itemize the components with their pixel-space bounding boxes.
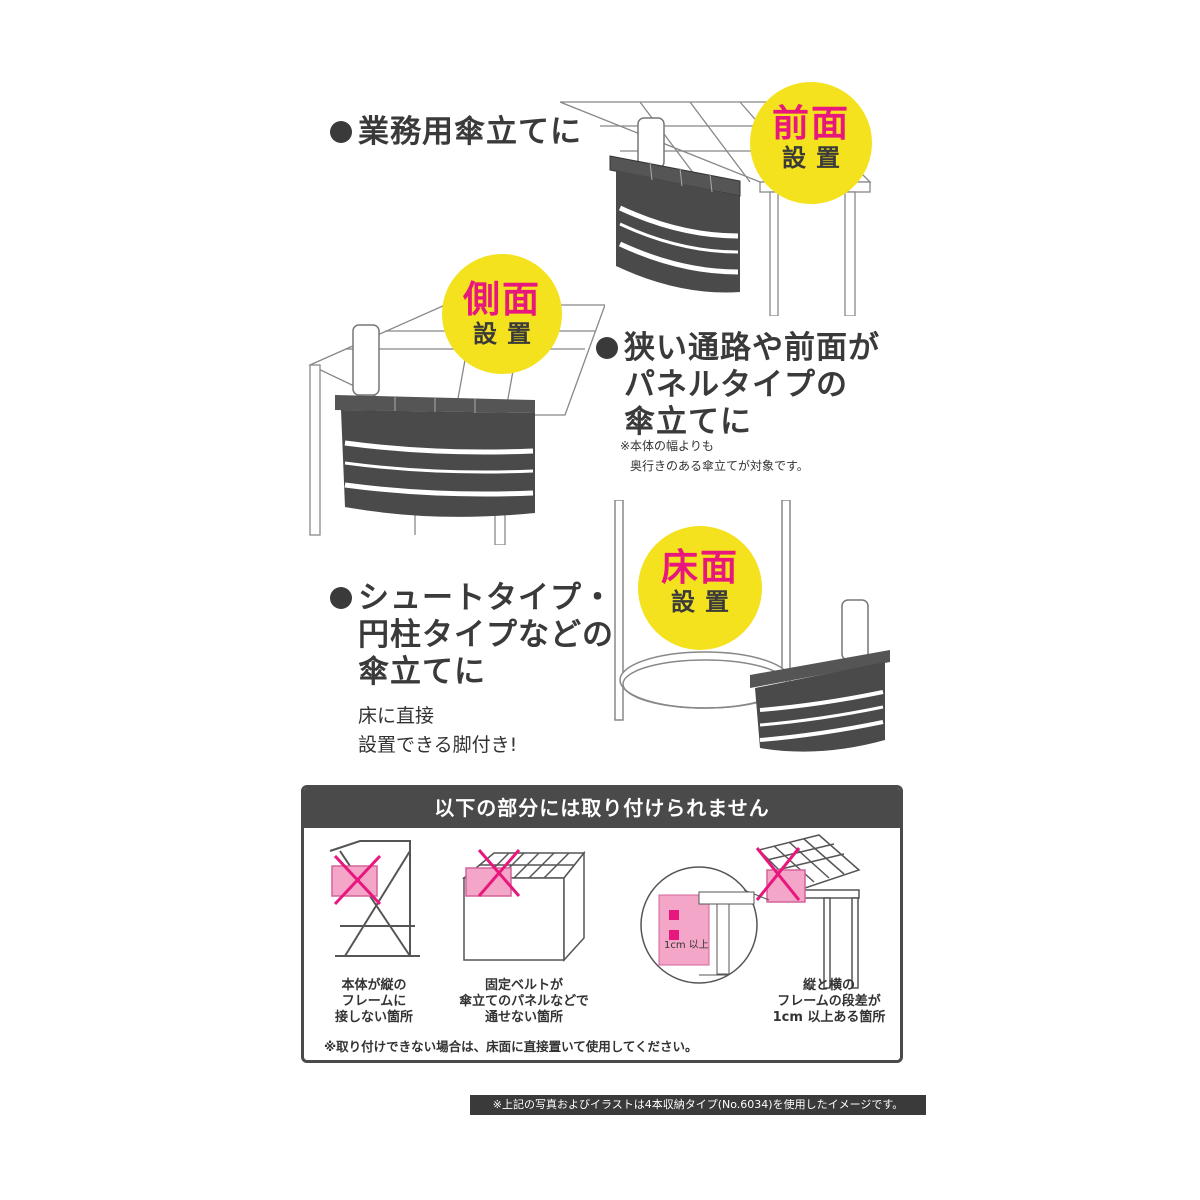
side-note-line-2: 奥行きのある傘立てが対象です。 bbox=[630, 459, 809, 473]
case-1-caption-line-1: 本体が縦の bbox=[341, 978, 407, 993]
side-badge: 側面 設置 bbox=[442, 254, 562, 374]
floor-heading-line-3: 傘立てに bbox=[358, 654, 486, 690]
front-badge: 前面 設置 bbox=[750, 82, 872, 204]
case-3-caption: 縦と横の フレームの段差が 1cm 以上ある箇所 bbox=[759, 978, 899, 1026]
front-badge-sub: 設置 bbox=[782, 144, 850, 172]
side-heading: 狭い通路や前面が パネルタイプの 傘立てに bbox=[596, 330, 880, 441]
side-heading-line-2: パネルタイプの bbox=[624, 367, 848, 403]
warning-footnote: ※取り付けできない場合は、床面に直接置いて使用してください。 bbox=[324, 1039, 698, 1054]
floor-heading-line-2: 円柱タイプなどの bbox=[358, 617, 614, 653]
floor-subtext-line-1: 床に直接 bbox=[358, 705, 435, 727]
warning-panel: 以下の部分には取り付けられません 本体が縦の フレームに 接しない箇所 固定ベル… bbox=[301, 785, 903, 1063]
case-2-caption-line-2: 傘立てのパネルなどで bbox=[459, 994, 589, 1009]
side-heading-line-1: 狭い通路や前面が bbox=[624, 330, 880, 366]
case-3-caption-line-2: フレームの段差が bbox=[777, 994, 881, 1009]
case-3-caption-line-3: 1cm 以上ある箇所 bbox=[772, 1010, 886, 1025]
floor-subtext-line-2: 設置できる脚付き! bbox=[358, 734, 518, 756]
floor-subtext: 床に直接 設置できる脚付き! bbox=[358, 702, 517, 760]
side-heading-line-3: 傘立てに bbox=[624, 404, 752, 440]
side-note: ※本体の幅よりも 奥行きのある傘立てが対象です。 bbox=[620, 436, 809, 476]
case-2-caption-line-1: 固定ベルトが bbox=[484, 978, 563, 993]
floor-badge: 床面 設置 bbox=[638, 526, 762, 650]
case-2-caption: 固定ベルトが 傘立てのパネルなどで 通せない箇所 bbox=[449, 978, 599, 1026]
bullet-icon bbox=[596, 337, 618, 359]
case-2-caption-line-3: 通せない箇所 bbox=[484, 1010, 563, 1025]
front-heading: 業務用傘立てに bbox=[330, 114, 582, 151]
case-1-caption: 本体が縦の フレームに 接しない箇所 bbox=[314, 978, 434, 1026]
case-1-illustration bbox=[329, 840, 420, 957]
case-3-illustration bbox=[640, 834, 861, 989]
case-3-caption-line-1: 縦と横の bbox=[802, 978, 855, 993]
floor-mount-illustration bbox=[614, 500, 890, 752]
bullet-icon bbox=[330, 587, 352, 609]
floor-heading: シュートタイプ・ 円柱タイプなどの 傘立てに bbox=[330, 580, 614, 691]
floor-badge-main: 床面 bbox=[661, 546, 739, 589]
case-1-caption-line-2: フレームに bbox=[341, 994, 407, 1009]
case-2-illustration bbox=[461, 849, 586, 962]
bullet-icon bbox=[330, 121, 352, 143]
side-badge-sub: 設置 bbox=[473, 320, 541, 348]
front-heading-text: 業務用傘立てに bbox=[358, 114, 582, 150]
case-3-measure: 1cm 以上 bbox=[664, 940, 709, 951]
front-badge-main: 前面 bbox=[772, 102, 850, 145]
side-badge-main: 側面 bbox=[463, 278, 541, 321]
floor-badge-sub: 設置 bbox=[671, 588, 739, 616]
credit-note: ※上記の写真およびイラストは4本収納タイプ(No.6034)を使用したイメージで… bbox=[470, 1095, 926, 1115]
side-note-line-1: ※本体の幅よりも bbox=[620, 439, 714, 453]
case-1-caption-line-3: 接しない箇所 bbox=[334, 1010, 413, 1025]
warning-title: 以下の部分には取り付けられません bbox=[304, 788, 900, 828]
floor-heading-line-1: シュートタイプ・ bbox=[358, 580, 614, 616]
